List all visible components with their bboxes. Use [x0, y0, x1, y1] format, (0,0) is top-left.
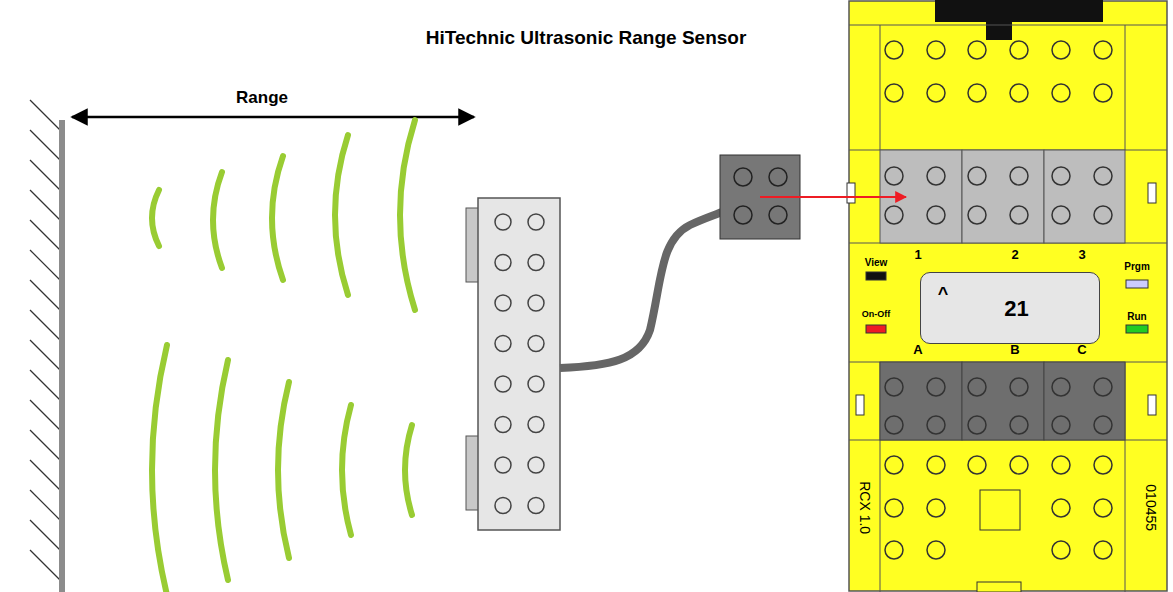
side-slot — [1148, 183, 1156, 203]
prgm-button — [1126, 280, 1148, 288]
side-slot — [1148, 395, 1156, 415]
port-letter: C — [1077, 343, 1086, 357]
port-number: 1 — [914, 248, 921, 262]
rcx-studs — [885, 41, 1112, 559]
button-label: On-Off — [862, 310, 891, 320]
side-slot — [847, 183, 855, 203]
ir-window — [986, 0, 1012, 40]
title: HiTechnic Ultrasonic Range Sensor — [426, 28, 747, 49]
lcd-indicator: ^ — [938, 285, 949, 305]
onoff-button — [866, 325, 886, 333]
view-button — [866, 272, 886, 280]
battery-latch — [977, 582, 1021, 592]
output-port — [962, 362, 1044, 440]
sensor-wire — [560, 212, 722, 368]
rcx-brick — [849, 1, 1167, 591]
wall-hatching — [30, 100, 60, 580]
plug-in-arrow — [760, 196, 906, 198]
battery-latch — [980, 490, 1020, 530]
side-slot — [856, 395, 864, 415]
run-button — [1126, 325, 1148, 333]
port-letter: B — [1010, 343, 1019, 357]
port-letter: A — [913, 343, 922, 357]
output-port — [880, 362, 962, 440]
wall — [59, 120, 65, 592]
ultrasonic-sensor — [478, 198, 560, 530]
lcd-value: 21 — [1004, 297, 1028, 321]
sensor-studs — [495, 214, 544, 514]
ir-window — [935, 0, 1103, 22]
output-port — [1044, 362, 1125, 440]
port-number: 3 — [1078, 248, 1085, 262]
input-port — [1044, 150, 1125, 243]
button-label: Run — [1127, 311, 1146, 322]
port-number: 2 — [1011, 248, 1018, 262]
button-label: Prgm — [1124, 261, 1150, 272]
model-label: RCX 1.0 — [856, 482, 871, 535]
lcd-display: ^ 21 — [920, 272, 1100, 344]
input-port — [962, 150, 1044, 243]
serial-number: 010455 — [1142, 485, 1157, 532]
range-label: Range — [233, 89, 291, 108]
sound-waves — [152, 120, 415, 592]
button-label: View — [865, 257, 888, 268]
